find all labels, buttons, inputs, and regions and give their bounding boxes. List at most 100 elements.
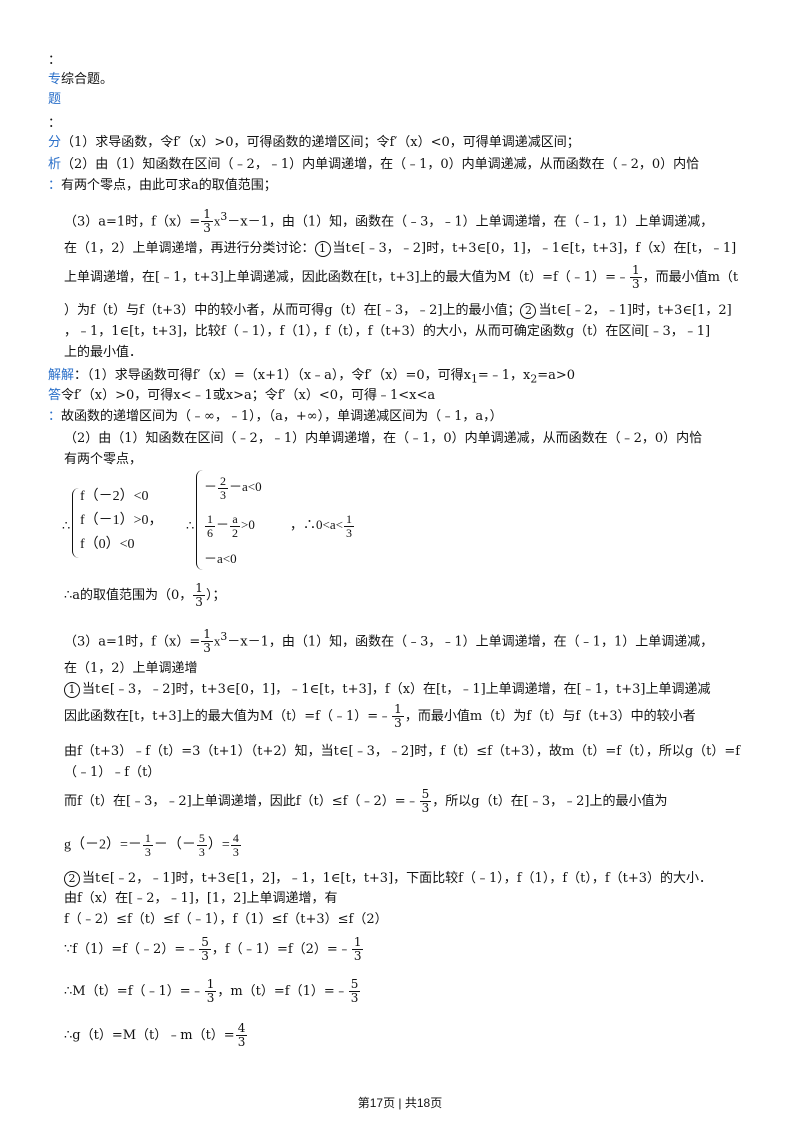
- therefore-1: ∴: [62, 518, 71, 533]
- denominator: 3: [232, 845, 239, 859]
- text: =﹣1，x: [477, 368, 531, 383]
- denominator: 3: [144, 845, 151, 859]
- text: >0: [241, 517, 255, 532]
- text: －（－: [153, 837, 196, 853]
- label-jie: 解解: [48, 368, 75, 383]
- denominator: 3: [195, 595, 203, 609]
- sys2-row3: －a<0: [204, 551, 237, 566]
- circled-number: 1: [64, 682, 80, 698]
- colon-mark: ：: [48, 53, 62, 68]
- denominator: 3: [203, 641, 211, 656]
- numerator: 5: [419, 787, 432, 802]
- denominator: 3: [237, 1035, 246, 1049]
- colon-mark-2: ：: [48, 116, 62, 131]
- numerator: 4: [235, 1021, 248, 1036]
- case1-l4: （﹣1）﹣f（t）: [64, 765, 161, 780]
- denominator: 3: [220, 487, 227, 502]
- xi-line: 析（2）由（1）知函数在区间（﹣2，﹣1）内单调递增，在（﹣1，0）内单调递减，…: [48, 156, 699, 174]
- text: ，m（t）=f（1）=﹣: [217, 984, 348, 999]
- text: 而f（t）在[﹣3，﹣2]上单调递增，因此f（t）≤f（﹣2）=﹣: [64, 794, 419, 809]
- solution-p3-l2: 在（1，2）上单调递增: [64, 661, 198, 676]
- zhuan-line: 专综合题。: [48, 71, 113, 89]
- numerator: 1: [201, 627, 213, 643]
- therefore-2: ∴: [186, 518, 195, 533]
- text: ∴M（t）=f（﹣1）=﹣: [64, 984, 204, 999]
- text: ，f（﹣1）=f（2）=﹣: [211, 942, 351, 957]
- label-zhuan: 专: [48, 72, 62, 87]
- solution-s2: （2）由（1）知函数在区间（﹣2，﹣1）内单调递增，在（﹣1，0）内单调递减，从…: [64, 431, 703, 446]
- case1-l3: 由f（t+3）﹣f（t）=3（t+1）（t+2）知，当t∈[﹣3，﹣2]时，f（…: [64, 744, 741, 759]
- denominator: 3: [206, 991, 215, 1005]
- text: ，而最小值m（t: [642, 270, 739, 285]
- text: －x－1，由（1）知，函数在（﹣3，﹣1）上单调递增，在（﹣1，1）上单调递减，: [227, 214, 714, 230]
- text: －: [216, 517, 230, 532]
- numerator: 5: [196, 831, 207, 846]
- text: 故函数的递增区间为（﹣∞，﹣1），（a，+∞），单调递减区间为（﹣1，a，）: [61, 409, 503, 424]
- xi-text: （2）由（1）知函数在区间（﹣2，﹣1）内单调递增，在（﹣1，0）内单调递减，从…: [61, 157, 700, 172]
- text: －a<0: [229, 479, 262, 494]
- analysis-l5: ，﹣1，1∈[t，t+3]，比较f（﹣1），f（1），f（t），f（t+3）的大…: [64, 324, 711, 339]
- case2-l3: f（﹣2）≤f（t）≤f（﹣1），f（1）≤f（t+3）≤f（2）: [64, 912, 388, 927]
- denominator: 2: [232, 525, 239, 540]
- solution-l1: 解解：（1）求导函数可得f′（x）=（x+1）（x﹣a），令f′（x）=0，可得…: [48, 367, 575, 389]
- sys1-row2: f（－1）>0，: [80, 513, 163, 528]
- xi-line-2: ：有两个零点，由此可求a的取值范围；: [48, 177, 277, 195]
- colon-mark: ：: [48, 409, 62, 424]
- label-fen: 分: [48, 135, 62, 150]
- text: =a>0: [537, 368, 576, 383]
- text: 当t∈[﹣2，﹣1]时，t+3∈[1，2]: [538, 303, 732, 318]
- solution-l2: 答令f′（x）>0，可得x<﹣1或x>a；令f′（x）<0，可得﹣1<x<a: [48, 387, 435, 405]
- text: ，∴0<a<: [290, 517, 343, 532]
- xi-text-2: 有两个零点，由此可求a的取值范围；: [61, 178, 277, 193]
- text: ，所以g（t）在[﹣3，﹣2]上的最小值为: [432, 794, 668, 809]
- analysis-l6: 上的最小值．: [64, 345, 143, 360]
- case2-l2: 由f（x）在[﹣2，﹣1]，[1，2]上单调递增，有: [64, 891, 338, 906]
- label-xi: 析: [48, 157, 62, 172]
- numerator: 1: [351, 935, 364, 950]
- text: ∵f（1）=f（﹣2）=﹣: [64, 942, 199, 957]
- colon-mark-3: ：: [48, 178, 62, 193]
- superscript: 3: [220, 630, 228, 643]
- text: －x－1，由（1）知，函数在（﹣3，﹣1）上单调递增，在（﹣1，1）上单调递减，: [227, 634, 714, 650]
- denominator: 3: [394, 716, 402, 730]
- text: －: [204, 479, 218, 494]
- subscript: 2: [530, 372, 538, 386]
- text: （3）a=1时，f（x）=: [64, 634, 201, 650]
- numerator: 1: [204, 977, 217, 992]
- numerator: 1: [142, 831, 153, 846]
- numerator: 1: [392, 702, 404, 717]
- sys1-row3: f（0）<0: [80, 537, 135, 552]
- numerator: 5: [348, 977, 361, 992]
- text: 在（1，2）上单调递增，再进行分类讨论：: [64, 241, 315, 256]
- solution-l3: ：故函数的递增区间为（﹣∞，﹣1），（a，+∞），单调递减区间为（﹣1，a，）: [48, 408, 503, 426]
- circled-number: 1: [314, 241, 331, 257]
- denominator: 3: [203, 221, 211, 236]
- sys1-row1: f（－2）<0: [80, 489, 149, 504]
- zhuan-text: 综合题。: [61, 72, 114, 87]
- text: （3）a=1时，f（x）=: [64, 214, 201, 230]
- numerator: 1: [205, 511, 215, 527]
